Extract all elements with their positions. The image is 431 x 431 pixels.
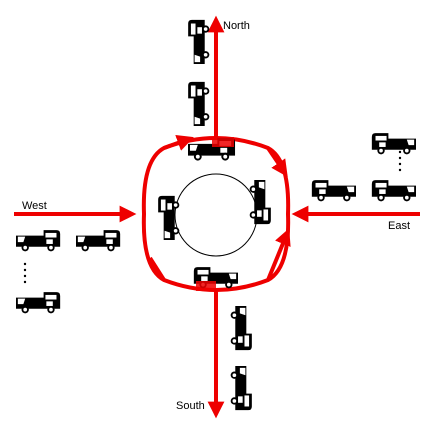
camper-van-icon [76, 230, 121, 252]
camper-van-icon [16, 292, 61, 314]
roundabout-ring [141, 134, 291, 292]
camper-van-icon [371, 180, 416, 202]
camper-van-icon [188, 81, 210, 126]
south-label: South [176, 400, 205, 412]
camper-van-icon [188, 19, 210, 64]
ellipsis-vertical-icon [398, 150, 402, 172]
north-exit-queue [188, 19, 210, 126]
west-label: West [22, 200, 47, 212]
east-label: East [388, 220, 410, 232]
camper-van-icon [311, 180, 356, 202]
roads [14, 15, 420, 419]
camper-van-icon [230, 306, 252, 351]
east-entry-queue [311, 133, 416, 202]
camper-van-icon [371, 133, 416, 155]
ellipsis-vertical-icon [23, 262, 27, 284]
vehicle-highlight [212, 137, 234, 147]
circulating-vehicles [158, 137, 271, 291]
north-label: North [223, 20, 250, 32]
roundabout-island [174, 173, 258, 257]
camper-van-icon [230, 366, 252, 411]
camper-van-icon [16, 230, 61, 252]
south-exit-queue [230, 306, 252, 411]
west-entry-queue [16, 230, 121, 314]
vehicle-highlight [196, 281, 216, 291]
